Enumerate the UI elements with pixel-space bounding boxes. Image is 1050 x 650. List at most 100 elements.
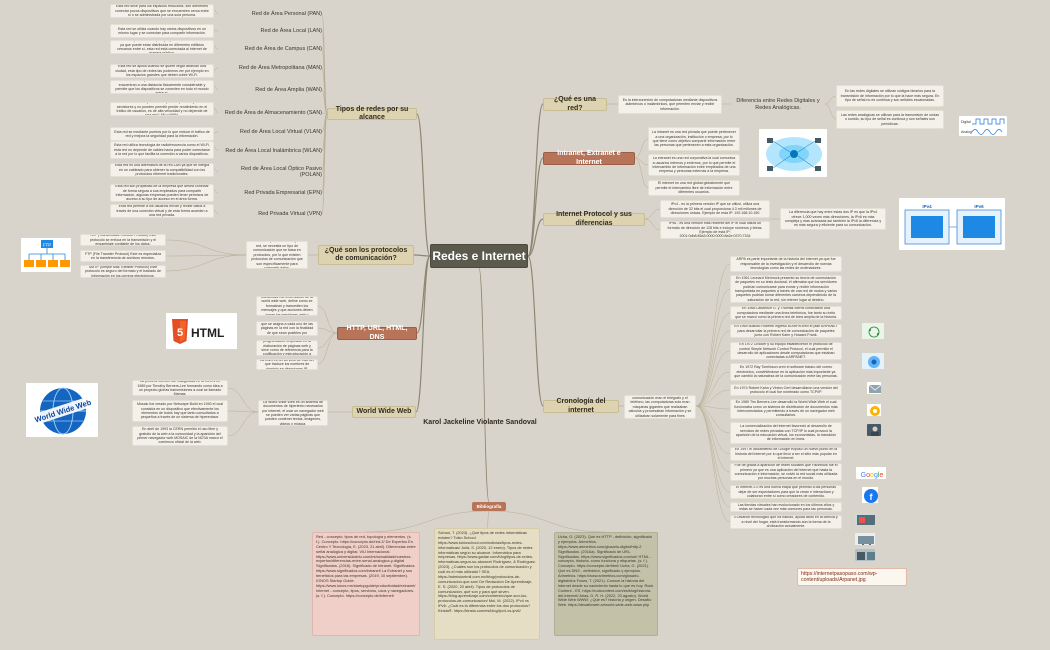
connector-line: [634, 157, 649, 189]
google-logo-image: Google: [855, 466, 887, 480]
connector-line: [213, 189, 219, 194]
connector-line: [213, 107, 219, 114]
red-definition: Es la interconexión de computadoras medi…: [618, 95, 722, 114]
connector-line: [695, 350, 731, 407]
connector-line: [321, 67, 328, 115]
internet-note: El internet es una red global globalment…: [648, 180, 740, 196]
connector-line: [413, 254, 431, 257]
connector-line: [644, 218, 661, 231]
connector-line: [213, 209, 219, 215]
www-summary: La World Wide Web es un sistema de docum…: [258, 400, 328, 426]
root-topic[interactable]: Redes e Internet: [430, 244, 528, 268]
http-note-html: HTML es el lenguaje de programación empl…: [256, 340, 318, 356]
connector-line: [695, 371, 731, 407]
tipo-red-label[interactable]: Red de Área Local (LAN): [260, 27, 322, 34]
tipo-red-label[interactable]: Red de Área Local Óptico Pasivo (POLAN): [240, 165, 322, 178]
online-shopping-image: [854, 532, 876, 546]
http-note-http: Http es el protocolo de transmisión de i…: [256, 296, 318, 316]
connector-line: [634, 157, 649, 166]
branch-cronologia[interactable]: Cronología del internet: [543, 398, 619, 414]
tipo-red-label[interactable]: Red de Área de Almacenamiento (SAN): [224, 109, 322, 116]
author-name: Karol Jackeline Violante Sandoval: [423, 418, 537, 426]
connector-line: [165, 254, 247, 272]
connector-line: [415, 255, 431, 413]
cronologia-event: El avance tecnológico que ha habido, ayu…: [730, 515, 842, 529]
intranet-diagram-image: [758, 128, 828, 178]
analog-label: Analog: [961, 130, 972, 134]
connector-line: [478, 267, 490, 503]
cronologia-event: Fue de gracia a aparición de redes socia…: [730, 463, 842, 481]
tipo-red-note: Esta red es la que conecta a los ordenad…: [110, 80, 214, 94]
web-2-image: [854, 512, 876, 526]
html5-logo-image: 5 HTML: [165, 312, 238, 350]
connector-line: [317, 332, 338, 349]
tipo-red-note: Esta red utiliza tecnología de radiofrec…: [110, 141, 214, 159]
ipv4-note: IPv4 - es la primera versión IP que se u…: [660, 200, 770, 218]
tipo-red-note: Esta red es una alternativa de la red LA…: [110, 163, 214, 177]
tipo-red-label[interactable]: Red Privada Empresarial (EPN): [244, 189, 322, 196]
connector-line: [486, 510, 490, 529]
red-diferencia-label[interactable]: Diferencia entre Redes Digitales y Redes…: [736, 98, 820, 111]
cronologia-summary: Hace 40 años los primeros medios de comu…: [624, 395, 696, 419]
world-wide-web-globe-image: World Wide Web: [25, 382, 99, 438]
cronologia-event: El Internet 2.0 es una nueva etapa que p…: [730, 485, 842, 499]
tim-berners-lee-image: [866, 423, 882, 437]
html-logo-text: HTML: [191, 326, 224, 340]
connector-line: [317, 332, 338, 365]
branch-intranet-extranet-internet[interactable]: Intranet, Extranet e Internet: [543, 150, 635, 166]
ipv4-ipv6-image: IPv4 IPv6: [898, 197, 1006, 251]
cronologia-event: En 1989 Tim Berners-Lee desarrolló la Wo…: [730, 399, 842, 419]
tipo-red-label[interactable]: Red de Área de Campus (CAN): [244, 45, 322, 52]
connector-line: [317, 305, 338, 334]
www-note-3: En abril de 1993 la CERN permitió el uso…: [132, 426, 228, 446]
branch-http-url-html-dns[interactable]: HTTP, URL, HTML, DNS: [337, 325, 417, 341]
tipo-red-note: Esta red son propiedad de la empresa que…: [110, 184, 214, 202]
connector-line: [695, 389, 731, 407]
http-note-url: URL es la dirección específica que se as…: [256, 321, 318, 336]
tipo-red-label[interactable]: Red de Área Local Virtual (VLAN): [239, 128, 322, 135]
connector-line: [227, 387, 259, 413]
tipo-red-note: Esta red se aplica cuando se quiere lleg…: [110, 64, 214, 78]
connector-line: [213, 85, 219, 91]
tipo-red-note: Esta red permite a los usuarios enviar y…: [110, 204, 214, 218]
www-note-2: Mosaic fue creado por Netscape Build en …: [132, 400, 228, 422]
connector-line: [165, 239, 247, 256]
svg-text:5: 5: [177, 327, 183, 339]
connector-line: [317, 327, 338, 334]
branch-que-es-una-red[interactable]: ¿Qué es una red?: [543, 96, 607, 112]
branch-tipos-de-redes[interactable]: Tipos de redes por su alcance: [327, 106, 417, 121]
cronologia-event: En 1997 el lanzamiento de Google expuso …: [730, 447, 842, 461]
branch-world-wide-web[interactable]: World Wide Web: [352, 406, 416, 418]
connector-line: [213, 67, 219, 71]
arpanet-image-link[interactable]: https://internetpasopaso.com/wp-content/…: [797, 568, 907, 586]
connector-line: [695, 330, 731, 407]
digital-label: Digital: [961, 120, 971, 124]
branch-bibliografia[interactable]: Bibliografía: [472, 502, 506, 511]
connector-line: [213, 29, 219, 32]
connector-line: [824, 103, 837, 120]
red-analog-note: Las redes analógicas se utilizan para la…: [836, 110, 944, 129]
connector-line: [695, 405, 731, 493]
ipv6-note: IPv6 - es una versión más reciente del I…: [660, 221, 770, 239]
connector-line: [644, 208, 661, 220]
branch-internet-protocol[interactable]: Internet Protocol y sus diferencias: [543, 211, 645, 227]
red-digital-note: En las redes digitales se utilizan códig…: [836, 85, 944, 107]
connector-line: [321, 113, 328, 215]
facebook-icon-image: f: [861, 486, 879, 504]
arpanet-map-image: [861, 322, 885, 340]
ftp-image-label: FTP: [43, 243, 52, 248]
tipo-red-label[interactable]: Red de Área Amplia (WAN): [255, 86, 322, 93]
connector-line: [165, 254, 247, 257]
connector-line: [527, 103, 544, 257]
http-note-dns: La DNS es un servicio de internet que tr…: [256, 359, 318, 370]
tipo-red-label[interactable]: Red de Área Metropolitana (MAN): [238, 64, 322, 71]
protocolos-ftp: FTP (File Transfer Protocol) Este es esp…: [80, 250, 166, 262]
email-icon-image: [866, 381, 882, 395]
extranet-note: La extranet es una red corporativa la cu…: [648, 154, 740, 176]
branch-protocolos[interactable]: ¿Qué son los protocolos de comunicación?: [318, 245, 414, 265]
tipo-red-label[interactable]: Red Privada Virtual (VPN): [258, 210, 322, 217]
tipo-red-label[interactable]: Red de Área Personal (PAN): [251, 10, 322, 17]
connector-line: [695, 405, 731, 410]
tipo-red-note: Esta red la podemos ver por ejemplo en l…: [110, 40, 214, 54]
tipo-red-label[interactable]: Red de Área Local Inalámbrica (WLAN): [225, 147, 322, 154]
